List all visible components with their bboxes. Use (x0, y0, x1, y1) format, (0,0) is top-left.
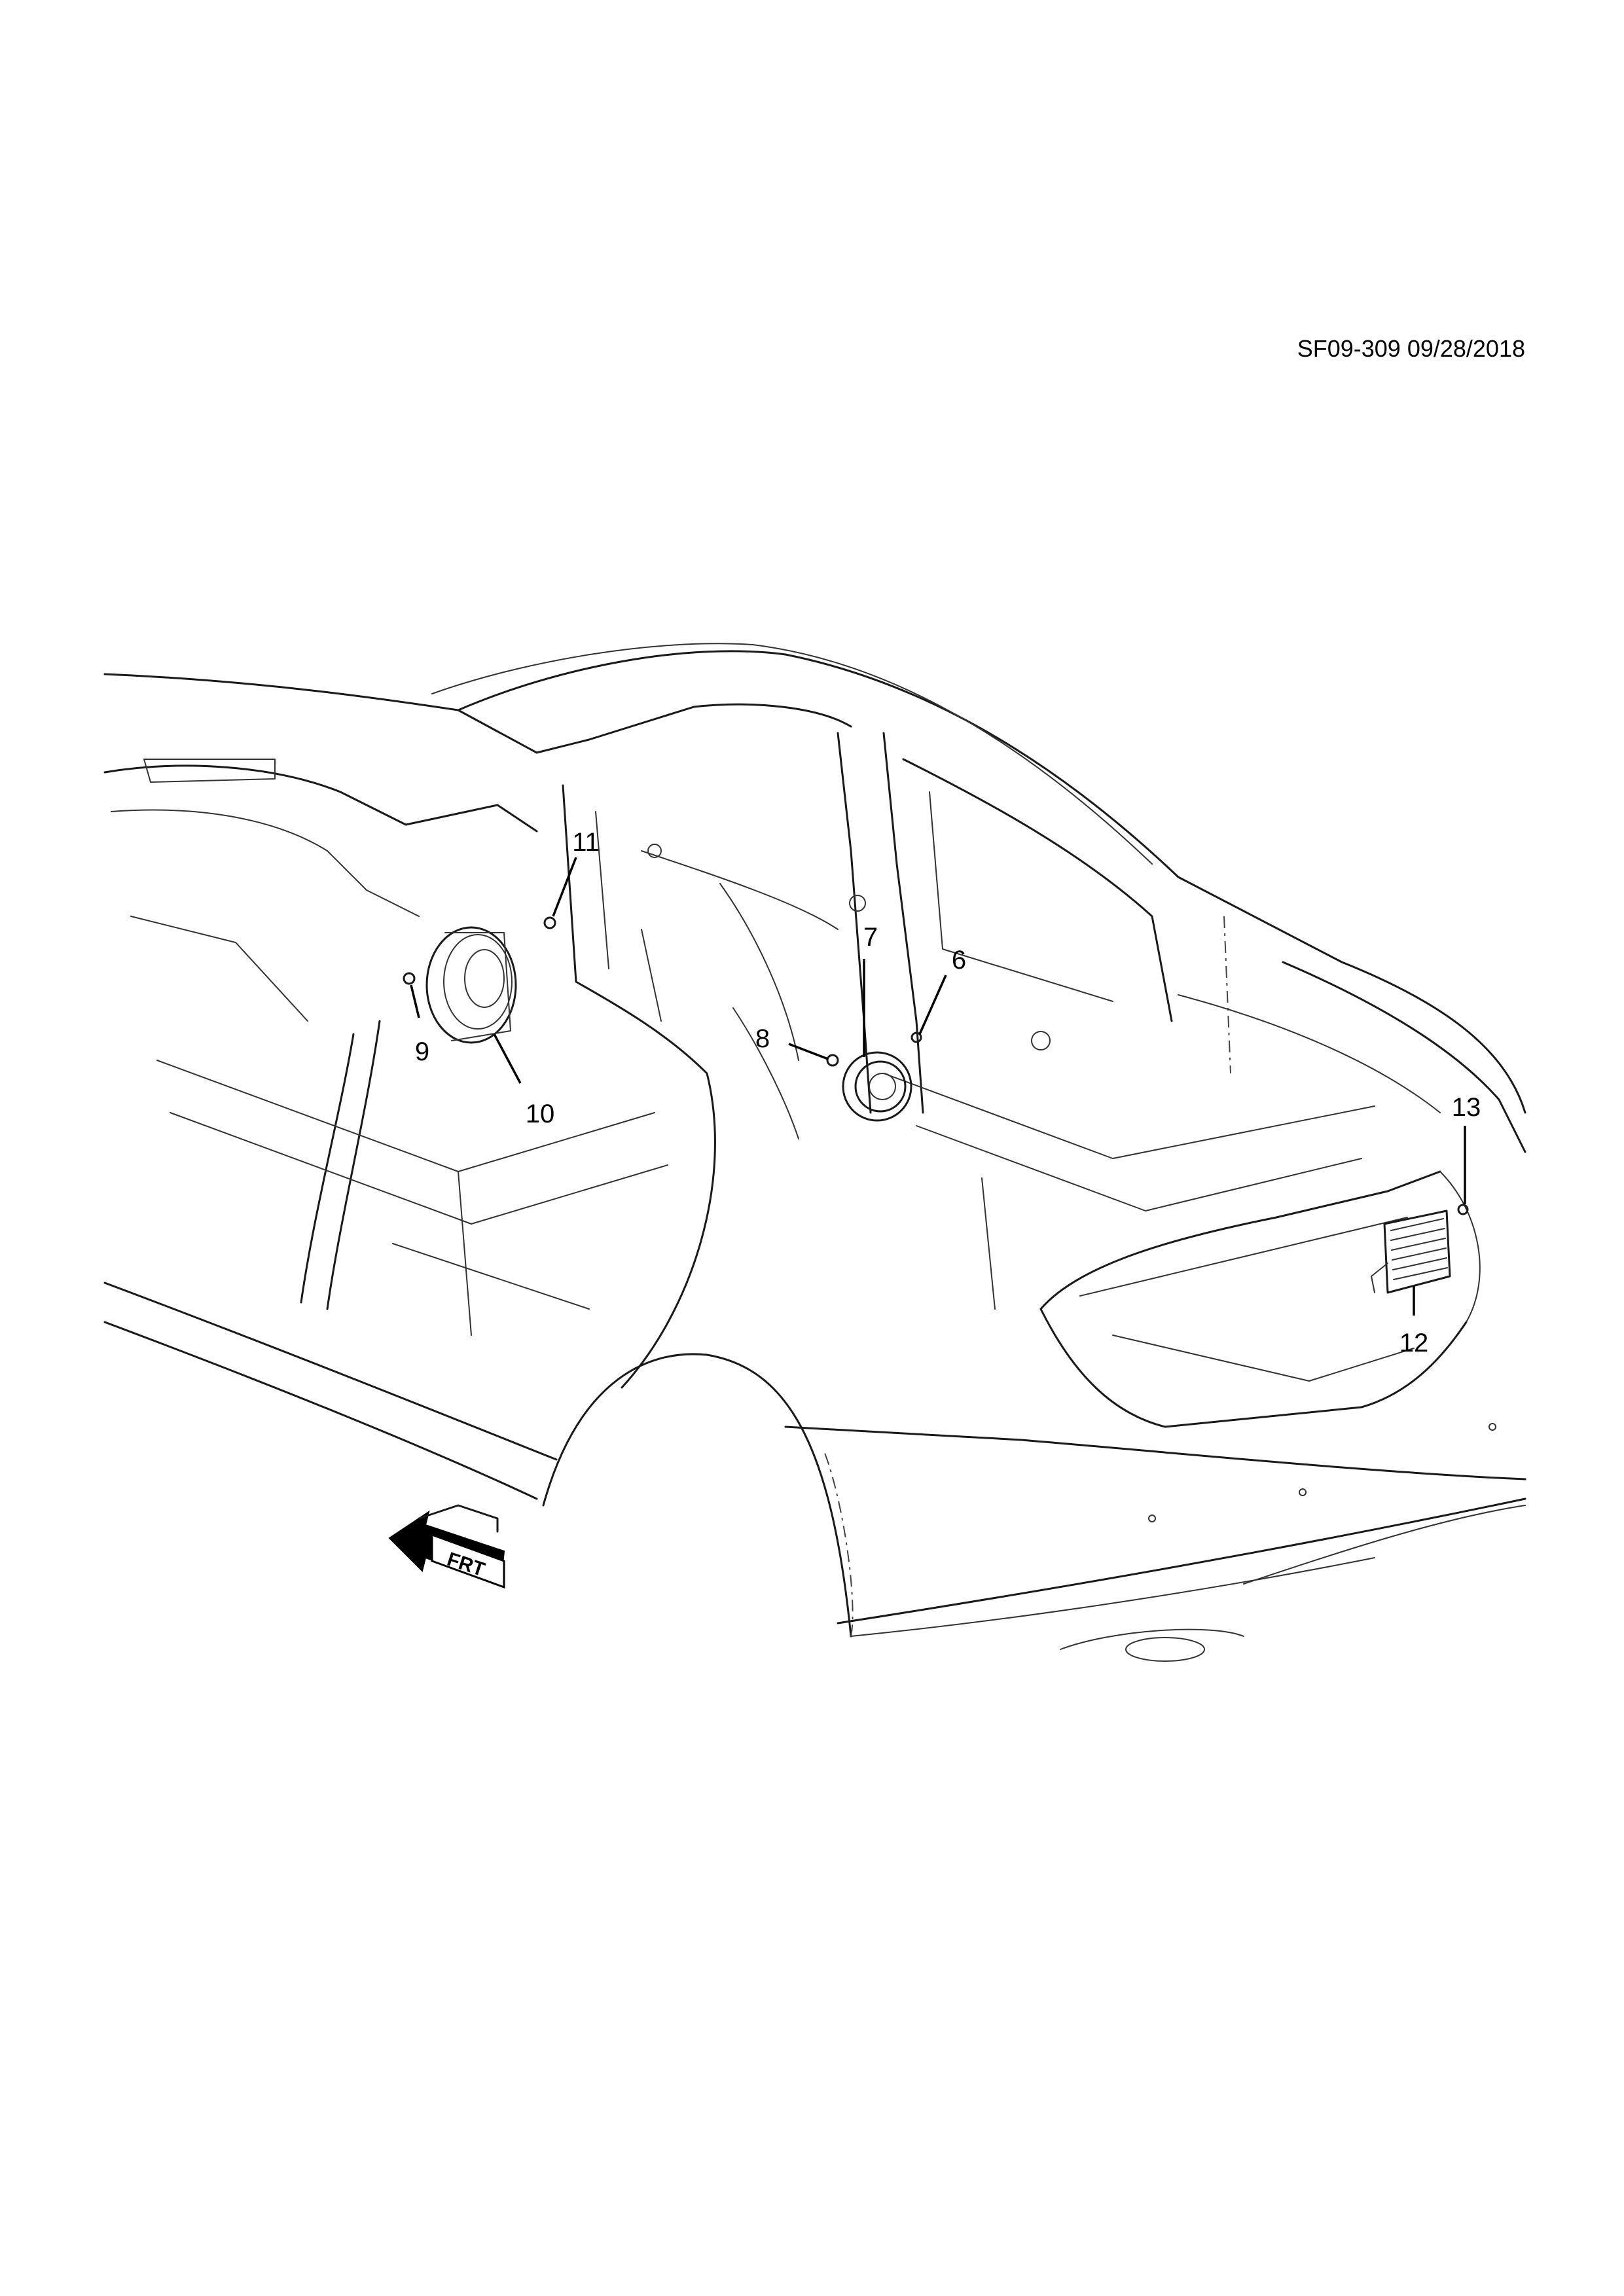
callout-6: 6 (952, 946, 966, 975)
callout-8: 8 (755, 1024, 770, 1053)
front-door-speaker (425, 926, 517, 1044)
callout-7: 7 (863, 923, 878, 952)
rear-speaker-screw (826, 1054, 839, 1067)
drawing-reference: SF09-309 09/28/2018 (1297, 335, 1525, 362)
front-speaker-fastener (543, 916, 556, 929)
rear-door-speaker (842, 1051, 912, 1122)
amplifier-fastener (1457, 1204, 1469, 1215)
rear-speaker-fastener (911, 1031, 922, 1043)
callout-12: 12 (1399, 1329, 1429, 1357)
callout-9: 9 (415, 1037, 429, 1066)
callout-10: 10 (526, 1100, 555, 1128)
front-speaker-screw (403, 972, 416, 985)
callout-13: 13 (1452, 1093, 1481, 1122)
front-direction-arrow: FRT (388, 1504, 505, 1589)
amplifier-module (1371, 1210, 1451, 1294)
vehicle-body-lineart (103, 643, 1526, 1662)
leader-lines (410, 857, 1466, 1316)
callout-11: 11 (572, 828, 600, 857)
